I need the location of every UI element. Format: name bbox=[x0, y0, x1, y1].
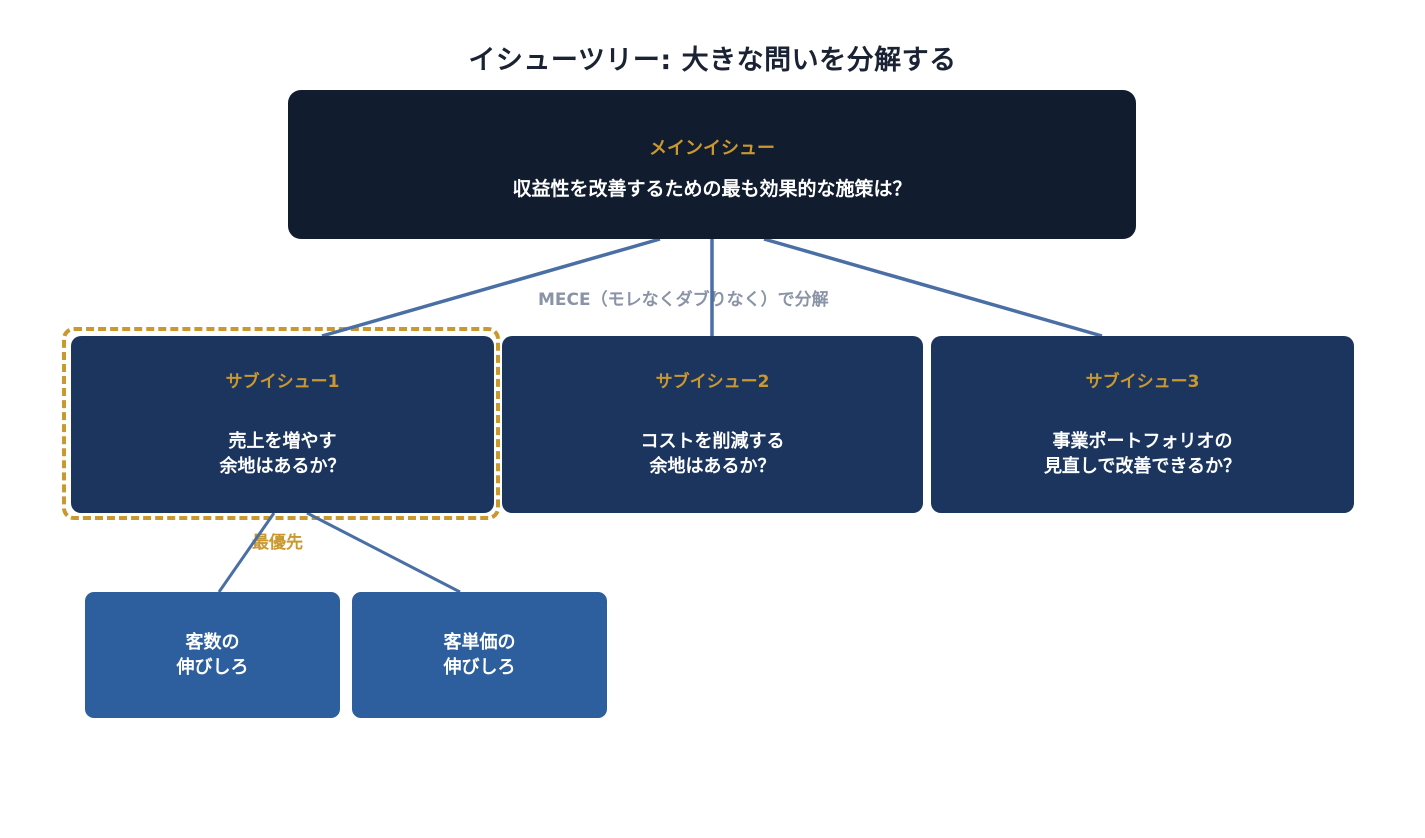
sub-issue-label: サブイシュー1 bbox=[225, 372, 340, 392]
connector-main-to-sub1 bbox=[321, 237, 661, 338]
main-issue-question: 収益性を改善するための最も効果的な施策は？ bbox=[512, 178, 912, 200]
priority-highlight-border bbox=[62, 327, 500, 520]
mece-note: MECE（モレなくダブりなく）で分解 bbox=[538, 290, 829, 310]
connector-sub1-to-child1 bbox=[217, 512, 276, 593]
diagram-title: イシューツリー: 大きな問いを分解する bbox=[468, 45, 957, 76]
sub-issue-node-3: サブイシュー3 事業ポートフォリオの 見直しで改善できるか？ bbox=[931, 336, 1354, 513]
sub-issue-label: サブイシュー2 bbox=[655, 372, 770, 392]
sub-issue-label: サブイシュー3 bbox=[1085, 372, 1200, 392]
main-issue-label: メインイシュー bbox=[649, 138, 775, 159]
priority-label: 最優先 bbox=[252, 533, 303, 553]
sub-issue-question: コストを削減する 余地はあるか？ bbox=[640, 431, 785, 477]
sub-issue-question: 事業ポートフォリオの 見直しで改善できるか？ bbox=[1043, 431, 1242, 477]
child-issue-node-2: 客単価の 伸びしろ bbox=[352, 592, 607, 718]
child-issue-node-1: 客数の 伸びしろ bbox=[85, 592, 340, 718]
connector-main-to-sub3 bbox=[763, 237, 1103, 338]
main-issue-node: メインイシュー 収益性を改善するための最も効果的な施策は？ bbox=[288, 90, 1136, 239]
sub-issue-node-1: サブイシュー1 売上を増やす 余地はあるか？ bbox=[71, 336, 494, 513]
sub-issue-node-2: サブイシュー2 コストを削減する 余地はあるか？ bbox=[502, 336, 923, 513]
connector-sub1-to-child2 bbox=[306, 511, 461, 594]
sub-issue-question: 売上を増やす 余地はあるか？ bbox=[219, 431, 346, 477]
